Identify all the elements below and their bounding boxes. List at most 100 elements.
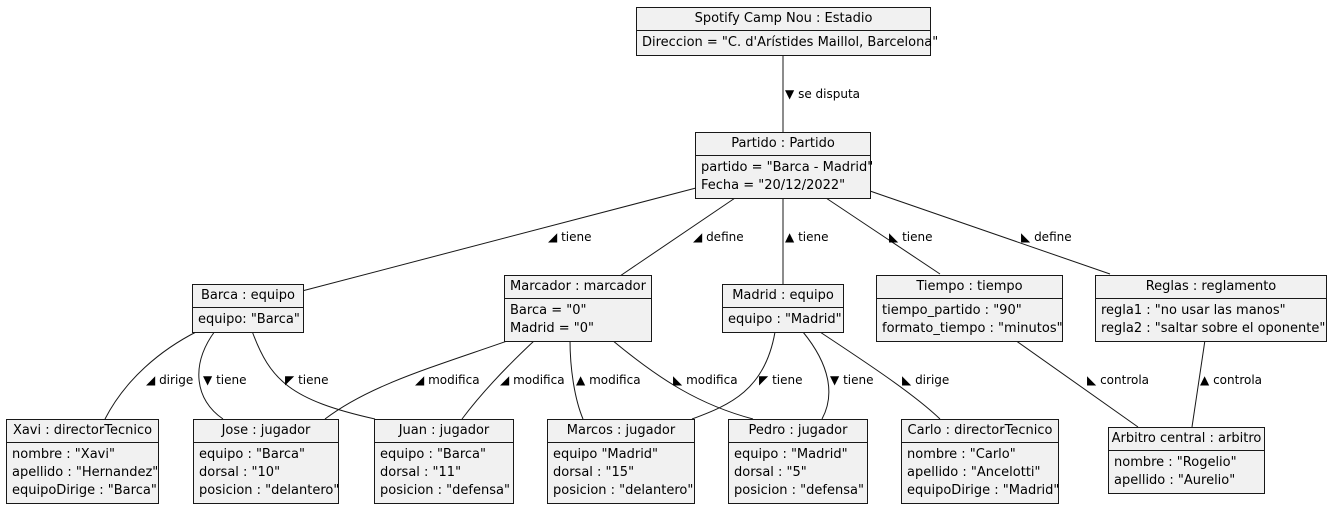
object-carlo: Carlo : directorTecnico nombre : "Carlo"… [901, 419, 1059, 504]
object-field: dorsal : "15" [553, 465, 635, 480]
object-title: Spotify Camp Nou : Estadio [637, 8, 930, 31]
object-field: nombre : "Carlo" [907, 447, 1016, 462]
object-field: tiempo_partido : "90" [882, 303, 1022, 318]
object-field: equipoDirige : "Madrid" [907, 483, 1060, 498]
edge-label-tiempo-arbitro: ◣ controla [1087, 373, 1150, 387]
object-field: apellido : "Hernandez" [12, 465, 159, 480]
edge-label-se-disputa: ▼ se disputa [785, 87, 860, 101]
arrow-right-down-icon: ◣ [1021, 230, 1031, 244]
edge-marcador-juan [461, 339, 536, 420]
object-pedro: Pedro : jugador equipo : "Madrid" dorsal… [728, 419, 868, 504]
object-title: Marcador : marcador [505, 276, 651, 299]
object-field: equipo: "Barca" [198, 312, 300, 327]
arrow-right-down-icon: ◣ [1087, 373, 1097, 387]
edge-tiempo-arbitro [1014, 339, 1139, 428]
object-field: nombre : "Rogelio" [1114, 455, 1237, 470]
object-title: Barca : equipo [193, 285, 303, 308]
object-title: Tiempo : tiempo [877, 276, 1062, 299]
edge-label-barca-jose: ▼ tiene [203, 373, 247, 387]
edge-label-partido-reglas: ◣ define [1021, 230, 1072, 244]
object-reglas: Reglas : reglamento regla1 : "no usar la… [1095, 275, 1327, 342]
edge-barca-jose [198, 330, 224, 420]
object-field: apellido : "Aurelio" [1114, 473, 1236, 488]
object-title: Madrid : equipo [723, 285, 843, 308]
edge-label-marcador-marcos: ▲ modifica [576, 373, 641, 387]
object-title: Carlo : directorTecnico [902, 420, 1058, 443]
edge-label-madrid-pedro: ▼ tiene [830, 373, 874, 387]
object-field: dorsal : "10" [199, 465, 281, 480]
edge-madrid-pedro [802, 331, 830, 420]
edge-marcador-jose [324, 339, 511, 420]
object-barca: Barca : equipo equipo: "Barca" [192, 284, 304, 333]
arrow-right-up-icon: ◤ [285, 373, 295, 387]
object-field: posicion : "defensa" [734, 483, 864, 498]
object-field: equipo : "Madrid" [728, 312, 842, 327]
object-field: formato_tiempo : "minutos" [882, 321, 1063, 336]
edge-partido-tiempo [822, 195, 941, 275]
object-field: dorsal : "11" [380, 465, 462, 480]
object-field: equipo "Madrid" [553, 447, 659, 462]
object-title: Juan : jugador [375, 420, 513, 443]
object-field: regla2 : "saltar sobre el oponente" [1101, 321, 1326, 336]
arrow-right-up-icon: ◤ [759, 373, 769, 387]
arrow-left-down-icon: ◢ [693, 230, 703, 244]
object-title: Reglas : reglamento [1096, 276, 1326, 299]
object-field: dorsal : "5" [734, 465, 807, 480]
object-juan: Juan : jugador equipo : "Barca" dorsal :… [374, 419, 514, 504]
arrow-down-icon: ▼ [830, 373, 840, 387]
edge-label-marcador-juan: ◢ modifica [500, 373, 565, 387]
object-madrid: Madrid : equipo equipo : "Madrid" [722, 284, 844, 333]
edge-label-marcador-pedro: ◣ modifica [673, 373, 738, 387]
object-field: Madrid = "0" [510, 321, 595, 336]
arrow-left-down-icon: ◢ [500, 373, 510, 387]
arrow-right-down-icon: ◣ [673, 373, 683, 387]
object-field: posicion : "delantero" [199, 483, 340, 498]
object-estadio: Spotify Camp Nou : Estadio Direccion = "… [636, 7, 939, 56]
object-arbitro: Arbitro central : arbitro nombre : "Roge… [1108, 427, 1265, 494]
object-field: equipo : "Madrid" [734, 447, 848, 462]
edge-madrid-marcos [691, 331, 776, 420]
arrow-right-down-icon: ◣ [889, 230, 899, 244]
arrow-left-down-icon: ◢ [415, 373, 425, 387]
object-title: Xavi : directorTecnico [7, 420, 158, 443]
object-field: equipo : "Barca" [199, 447, 305, 462]
arrow-up-icon: ▲ [785, 230, 795, 244]
edge-label-partido-madrid: ▲ tiene [785, 230, 829, 244]
edge-label-partido-marcador: ◢ define [693, 230, 744, 244]
object-field: Barca = "0" [510, 303, 587, 318]
object-jose: Jose : jugador equipo : "Barca" dorsal :… [193, 419, 339, 504]
edge-marcador-marcos [569, 339, 584, 420]
object-field: equipoDirige : "Barca" [12, 483, 157, 498]
arrow-left-down-icon: ◢ [146, 373, 156, 387]
arrow-up-icon: ▲ [576, 373, 586, 387]
object-field: partido = "Barca - Madrid" [701, 160, 874, 175]
object-title: Arbitro central : arbitro [1109, 428, 1264, 451]
object-title: Partido : Partido [696, 133, 870, 156]
edge-barca-xavi [104, 330, 199, 420]
arrow-left-down-icon: ◢ [548, 230, 558, 244]
edge-label-barca-xavi: ◢ dirige [146, 373, 194, 387]
edge-label-reglas-arbitro: ▲ controla [1200, 373, 1263, 387]
arrow-right-down-icon: ◣ [902, 373, 912, 387]
edge-label-madrid-carlo: ◣ dirige [902, 373, 950, 387]
object-title: Marcos : jugador [548, 420, 694, 443]
arrow-down-icon: ▼ [203, 373, 213, 387]
object-title: Pedro : jugador [729, 420, 867, 443]
edge-partido-barca [301, 187, 697, 292]
object-field: posicion : "delantero" [553, 483, 694, 498]
object-field: equipo : "Barca" [380, 447, 486, 462]
edge-partido-marcador [619, 195, 739, 277]
object-xavi: Xavi : directorTecnico nombre : "Xavi" a… [6, 419, 159, 504]
edge-marcador-pedro [611, 339, 754, 420]
object-field: Direccion = "C. d'Arístides Maillol, Bar… [642, 35, 939, 50]
edge-partido-reglas [869, 190, 1111, 275]
object-field: Fecha = "20/12/2022" [701, 178, 846, 193]
object-field: nombre : "Xavi" [12, 447, 115, 462]
object-tiempo: Tiempo : tiempo tiempo_partido : "90" fo… [876, 275, 1063, 342]
edge-label-barca-juan: ◤ tiene [285, 373, 329, 387]
edge-label-madrid-marcos: ◤ tiene [759, 373, 803, 387]
object-marcador: Marcador : marcador Barca = "0" Madrid =… [504, 275, 652, 342]
edge-reglas-arbitro [1191, 339, 1206, 428]
edge-label-partido-barca: ◢ tiene [548, 230, 592, 244]
